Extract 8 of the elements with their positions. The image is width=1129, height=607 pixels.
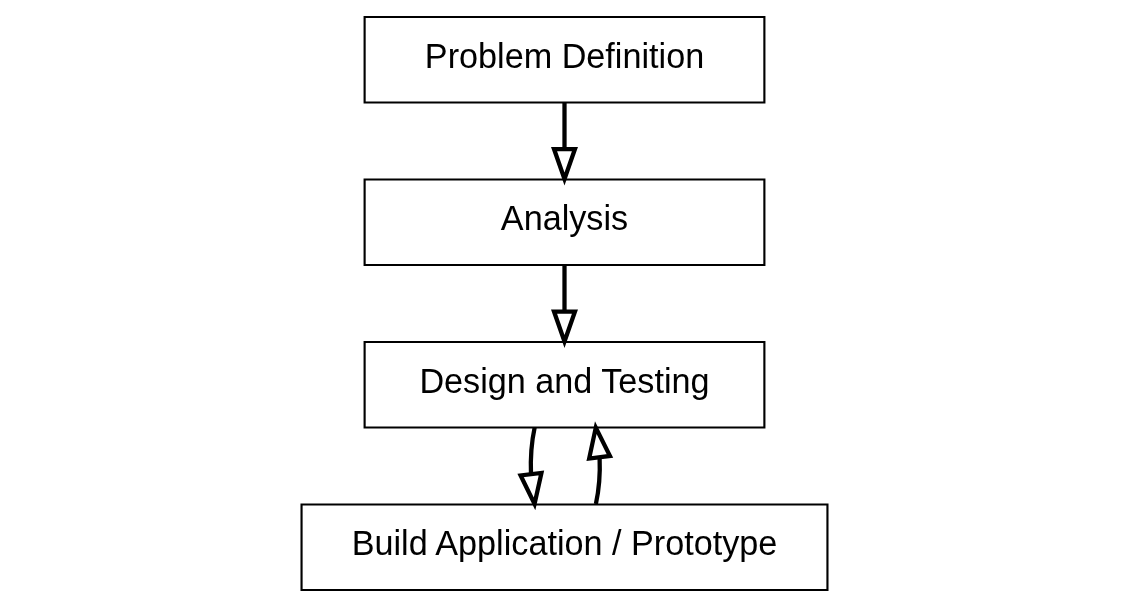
node-box: Design and Testing xyxy=(363,340,766,429)
node-box: Build Application / Prototype xyxy=(300,503,829,592)
node-box: Problem Definition xyxy=(363,15,766,104)
arrow xyxy=(551,265,578,348)
arrow xyxy=(517,427,545,511)
arrow xyxy=(586,421,614,505)
arrow xyxy=(551,102,578,186)
node-box: Analysis xyxy=(363,178,766,267)
